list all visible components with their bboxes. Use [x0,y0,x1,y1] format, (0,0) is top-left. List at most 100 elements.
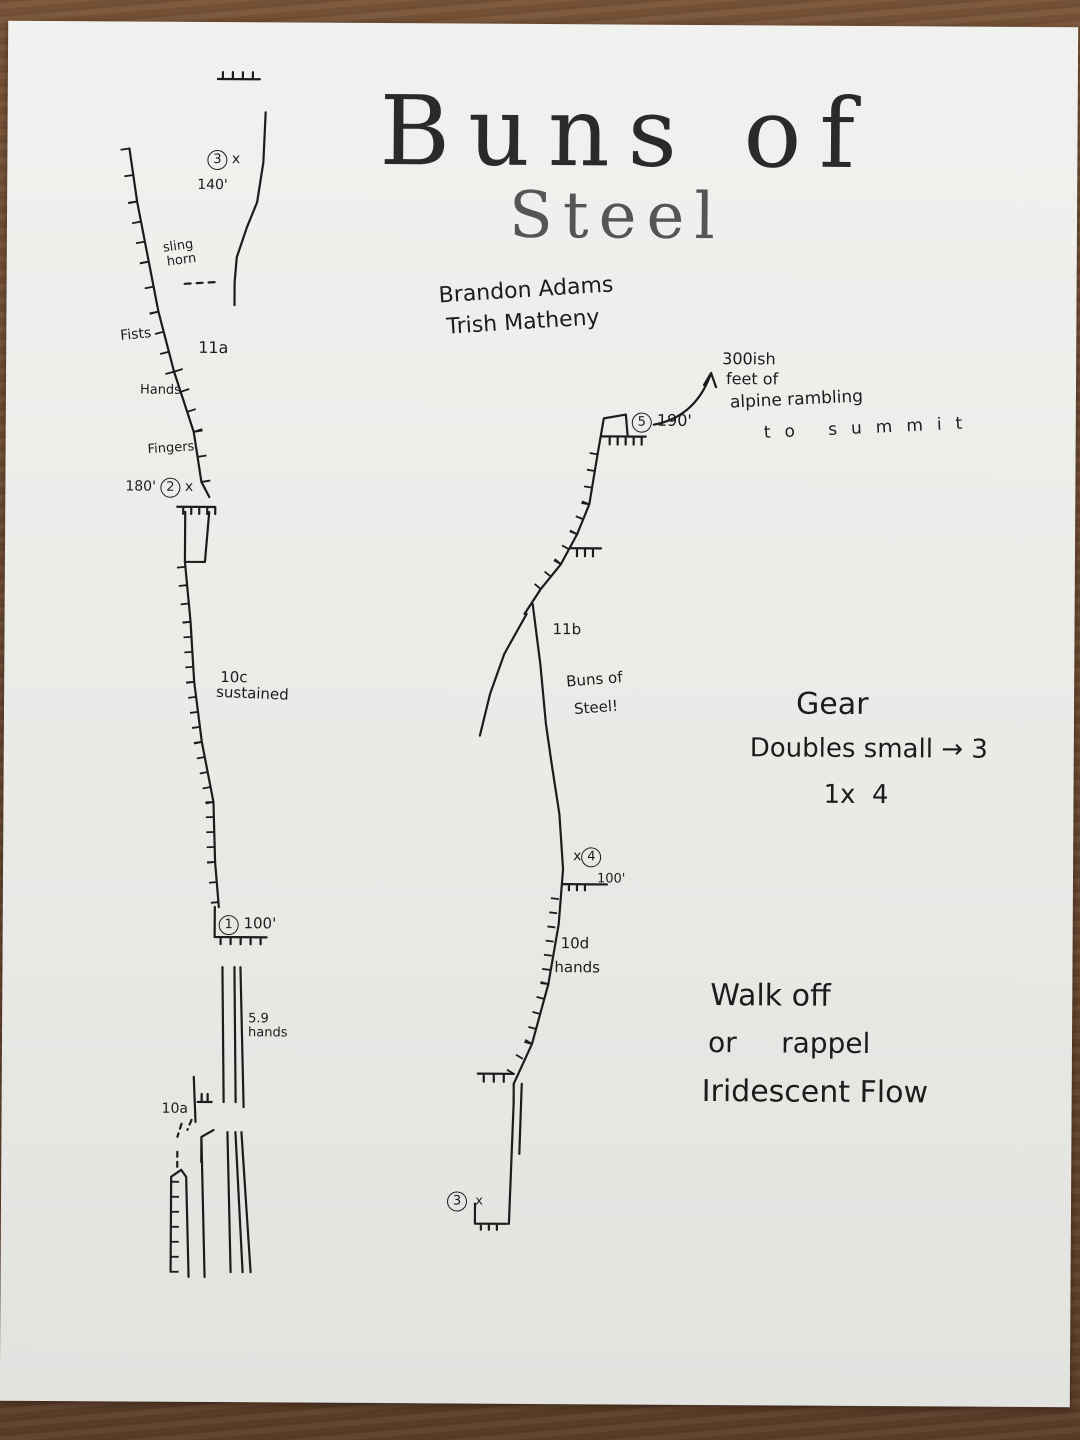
face-tick [545,939,554,943]
summit-arrow [652,371,718,426]
face-tick [202,786,211,790]
face-tick [165,370,175,375]
face-tick [124,174,134,178]
pitch-3-length: 140' [197,176,228,194]
face-tick [159,350,170,355]
face-tick [584,485,593,489]
face-tick [180,602,189,606]
summit-note-1: 300ish [722,349,776,369]
pitch-3-marker: 3 x [207,149,240,171]
face-tick [550,897,559,901]
face-tick [176,565,185,569]
face-tick [182,620,191,624]
face-tick [180,388,190,393]
face-tick [201,479,211,483]
face-tick [528,1026,537,1030]
face-tick [178,584,187,587]
pitch-3-right-marker: 3 x [446,1191,483,1212]
face-tick [542,968,551,971]
flake-below-ledge-2 [183,510,211,564]
sling-horn-dashed [183,280,218,285]
face-tick [547,925,556,929]
summit-note-2: feet of [725,369,779,389]
right-lower-ledge [476,1072,515,1083]
face-tick [208,881,218,884]
face-tick [173,368,183,373]
face-tick [128,200,138,205]
pitch-4-length: 100' [596,871,626,887]
face-tick [589,452,598,456]
face-tick [184,650,193,654]
face-tick [183,635,192,639]
belay-ledge-1 [213,905,268,946]
face-tick [131,220,142,225]
face-tick [210,901,219,904]
belay-ledge-2 [176,505,217,516]
face-tick [193,429,203,433]
face-tick [543,953,552,957]
descent-line-3: Iridescent Flow [701,1074,929,1111]
face-tick [196,756,205,760]
descent-line-1: Walk off [710,978,831,1014]
face-tick [186,681,195,684]
face-tick [189,711,199,714]
pitch3-right-wall [233,111,267,307]
face-tick [569,529,578,536]
right-lower-corner [507,1082,523,1225]
grade-10a: 10a [161,1100,189,1117]
fingers-label: Fingers [147,439,195,458]
right-ledge-5 [600,435,643,446]
fists-label: Fists [119,325,153,345]
buns-label-2: Steel! [573,696,619,719]
grade-5-9: 5.9 [248,1011,269,1027]
face-tick [185,665,194,669]
sling-horn-label-2: horn [165,250,198,270]
face-tick [144,285,154,290]
face-tick [154,330,164,335]
face-tick [207,861,216,864]
start-10a-dashes [176,1118,193,1168]
title-line-1: Buns of [379,75,874,191]
descent-line-2: or rappel [707,1026,871,1061]
face-tick [536,996,545,1000]
gear-line-2: 1x 4 [823,779,889,811]
grade-10d-note: hands [554,958,601,977]
left-main-crack-line [128,147,211,499]
face-tick [575,515,584,521]
face-tick [199,771,208,775]
grade-10d: 10d [560,934,590,953]
face-tick [524,1039,533,1045]
face-tick [188,696,197,699]
right-ledge-3 [473,1202,508,1231]
face-tick [581,500,590,506]
right-mid-ledge [569,547,603,558]
paper-sheet: Buns of Steel Brandon Adams Trish Mathen… [0,20,1079,1408]
face-tick [135,240,146,245]
right-left-branch [478,612,528,737]
pitch-2-marker: 180' 2 x [125,477,193,498]
grade-10c-note: sustained [215,682,290,704]
face-tick [586,468,595,472]
face-tick [197,454,207,458]
face-tick [139,260,149,265]
top-ledge [216,70,261,81]
pitch-1-marker: 1 100' [218,914,276,936]
face-tick [149,310,159,315]
right-ledge-4 [561,883,609,892]
face-tick [561,544,570,550]
face-tick [554,558,562,565]
title-line-2: Steel [508,178,726,255]
face-tick-marks [120,147,598,1273]
face-tick [186,408,197,413]
pitch-5-marker: 5 190' [631,411,692,433]
face-tick [540,981,549,985]
buns-label-1: Buns of [565,668,624,691]
face-tick [515,1053,524,1060]
gear-line-1: Doubles small → 3 [749,733,988,765]
face-tick [191,726,201,729]
start-10a-flake [200,1128,215,1279]
face-tick [533,583,542,590]
pitch1-cracks [221,965,252,1274]
face-tick [193,741,202,745]
